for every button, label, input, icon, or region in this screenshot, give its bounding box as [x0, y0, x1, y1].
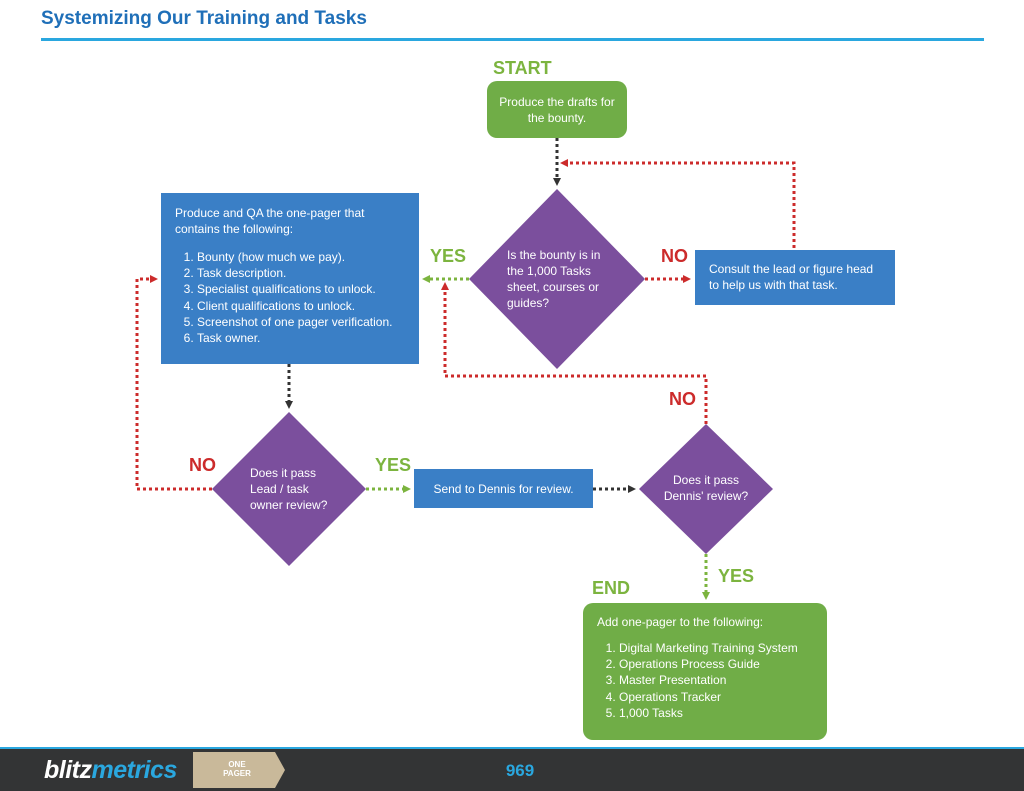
tag-line-one: ONE — [228, 760, 246, 769]
footer-rule — [0, 747, 1024, 749]
title-rule — [41, 38, 984, 41]
end-box: Add one-pager to the following: Digital … — [583, 603, 827, 740]
arrow-consult-loop — [560, 159, 796, 248]
consult-box-text: Consult the lead or figure head to help … — [709, 262, 874, 292]
bounty-decision-text: Is the bounty is in the 1,000 Tasks shee… — [507, 248, 601, 310]
produce-box-intro: Produce and QA the one-pager that contai… — [175, 206, 365, 236]
list-item: Digital Marketing Training System — [619, 640, 813, 656]
yes-label-bounty: YES — [430, 246, 467, 266]
no-label-dennis: NO — [669, 389, 696, 409]
dennis-decision-text: Does it pass Dennis' review? — [663, 473, 749, 503]
produce-box: Produce and QA the one-pager that contai… — [161, 193, 419, 364]
bounty-decision-diamond — [469, 189, 645, 369]
page-title: Systemizing Our Training and Tasks — [41, 8, 367, 29]
list-item: Screenshot of one pager verification. — [197, 314, 405, 330]
lead-decision-text: Does it pass Lead / task owner review? — [250, 466, 328, 512]
one-pager-tag: ONE PAGER — [213, 760, 261, 778]
dennis-decision-diamond — [639, 424, 773, 554]
start-box: Produce the drafts for the bounty. — [487, 81, 627, 138]
logo-part-blitz: blitz — [44, 756, 92, 784]
start-label: START — [493, 58, 552, 78]
consult-box: Consult the lead or figure head to help … — [695, 250, 895, 305]
arrow-lead-no-loop — [135, 275, 212, 491]
lead-decision-diamond — [212, 412, 366, 566]
yes-label-lead: YES — [375, 455, 412, 475]
list-item: 1,000 Tasks — [619, 705, 813, 721]
no-label-lead: NO — [189, 455, 216, 475]
list-item: Operations Tracker — [619, 689, 813, 705]
produce-list: Bounty (how much we pay). Task descripti… — [175, 249, 405, 346]
list-item: Client qualifications to unlock. — [197, 298, 405, 314]
yes-label-dennis: YES — [718, 566, 755, 586]
list-item: Task description. — [197, 265, 405, 281]
start-box-text: Produce the drafts for the bounty. — [499, 94, 615, 125]
list-item: Master Presentation — [619, 672, 813, 688]
no-label-bounty: NO — [661, 246, 688, 266]
list-item: Task owner. — [197, 330, 405, 346]
page-number: 969 — [505, 761, 535, 780]
dennis-box-text: Send to Dennis for review. — [433, 481, 574, 496]
end-box-intro: Add one-pager to the following: — [597, 615, 764, 629]
end-label: END — [592, 578, 631, 598]
tag-line-pager: PAGER — [223, 769, 251, 778]
logo-part-metrics: metrics — [91, 756, 178, 784]
blitzmetrics-logo: blitzmetrics — [44, 756, 177, 785]
dennis-box: Send to Dennis for review. — [414, 469, 593, 508]
one-pager-tag-shape — [193, 752, 285, 788]
list-item: Specialist qualifications to unlock. — [197, 281, 405, 297]
arrow-dennis-no-loop — [441, 282, 708, 424]
list-item: Bounty (how much we pay). — [197, 249, 405, 265]
footer-bar — [0, 749, 1024, 791]
end-list: Digital Marketing Training System Operat… — [597, 640, 813, 721]
list-item: Operations Process Guide — [619, 656, 813, 672]
